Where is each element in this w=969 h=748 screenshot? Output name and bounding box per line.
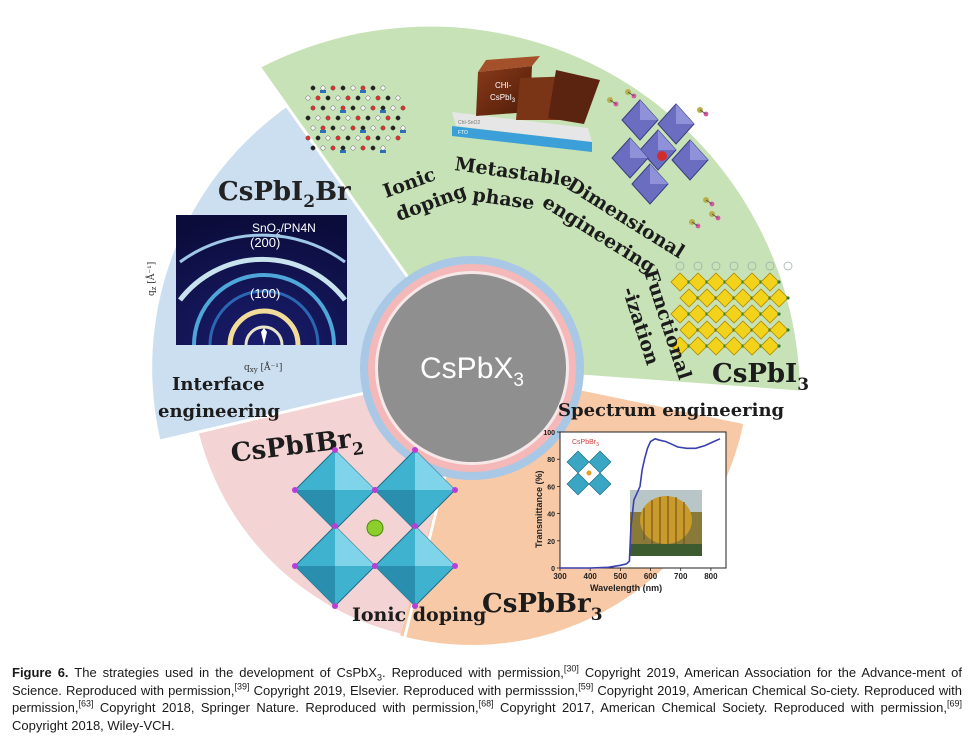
device-illustration: CHI- CsPbI3 ChI-SnO2 FTO bbox=[452, 56, 600, 152]
cspbi2br-label: CsPbI2Br bbox=[218, 177, 351, 212]
svg-text:qz [Å⁻¹]: qz [Å⁻¹] bbox=[145, 262, 158, 296]
y-tick-label: 20 bbox=[547, 539, 555, 546]
transmittance-series-line bbox=[560, 437, 721, 569]
cspbbr3-structure-icon bbox=[566, 450, 612, 496]
y-tick-label: 40 bbox=[547, 512, 555, 519]
building-photo bbox=[630, 490, 702, 556]
y-tick-label: 0 bbox=[551, 566, 555, 573]
svg-text:CHI-: CHI- bbox=[495, 81, 512, 90]
dimensional-structure-illustration bbox=[607, 89, 721, 229]
yellow-lattice-illustration bbox=[670, 261, 793, 356]
cubic-octahedra-illustration bbox=[292, 447, 458, 609]
x-tick-label: 700 bbox=[674, 572, 688, 581]
svg-text:SnO2/PN4N: SnO2/PN4N bbox=[252, 221, 316, 237]
chart-frame bbox=[559, 431, 727, 569]
svg-text:FTO: FTO bbox=[458, 130, 468, 136]
y-tick-label: 100 bbox=[543, 430, 555, 437]
interface-engineering-label: Interface engineering bbox=[158, 374, 280, 422]
gixd-inset: SnO2/PN4N (200) (100) qz [Å⁻¹] qxy [Å⁻¹] bbox=[145, 215, 347, 374]
center-label: CsPbX3 bbox=[420, 352, 524, 391]
spectrum-engineering-label: Spectrum engineering bbox=[558, 400, 785, 421]
svg-text:ChI-SnO2: ChI-SnO2 bbox=[458, 120, 480, 126]
x-tick-label: 600 bbox=[644, 572, 658, 581]
cspbi3-label: CsPbI3 bbox=[712, 359, 809, 395]
x-tick-label: 500 bbox=[614, 572, 628, 581]
chart-x-axis-label: Wavelength (nm) bbox=[590, 583, 662, 593]
x-tick-label: 300 bbox=[553, 572, 567, 581]
strategy-wheel-figure: CsPbX3 CsPbI2Br SnO2/PN4N (200) (100) qz… bbox=[145, 26, 809, 646]
x-tick-label: 800 bbox=[704, 572, 718, 581]
x-tick-label: 400 bbox=[584, 572, 598, 581]
peak-100-label: (100) bbox=[250, 286, 280, 301]
transmittance-chart: CsPbBr3 300 400 500 600 700 800 0 20 40 60 80 100 bbox=[543, 430, 727, 581]
cspbbr3-label: CsPbBr3 bbox=[482, 589, 603, 625]
lattice-illustration bbox=[305, 85, 406, 153]
svg-text:CsPbI3: CsPbI3 bbox=[490, 93, 516, 104]
y-tick-label: 80 bbox=[547, 457, 555, 464]
chart-inset-label: CsPbBr3 bbox=[572, 439, 599, 448]
svg-text:qxy [Å⁻¹]: qxy [Å⁻¹] bbox=[244, 361, 282, 374]
peak-200-label: (200) bbox=[250, 235, 280, 250]
y-tick-label: 60 bbox=[547, 484, 555, 491]
figure-caption: Figure 6. The strategies used in the dev… bbox=[12, 663, 963, 733]
ionic-doping-bottom-label: Ionic doping bbox=[352, 604, 486, 626]
center-circle bbox=[378, 274, 566, 462]
chart-y-axis-label: Transmittance (%) bbox=[534, 470, 544, 548]
